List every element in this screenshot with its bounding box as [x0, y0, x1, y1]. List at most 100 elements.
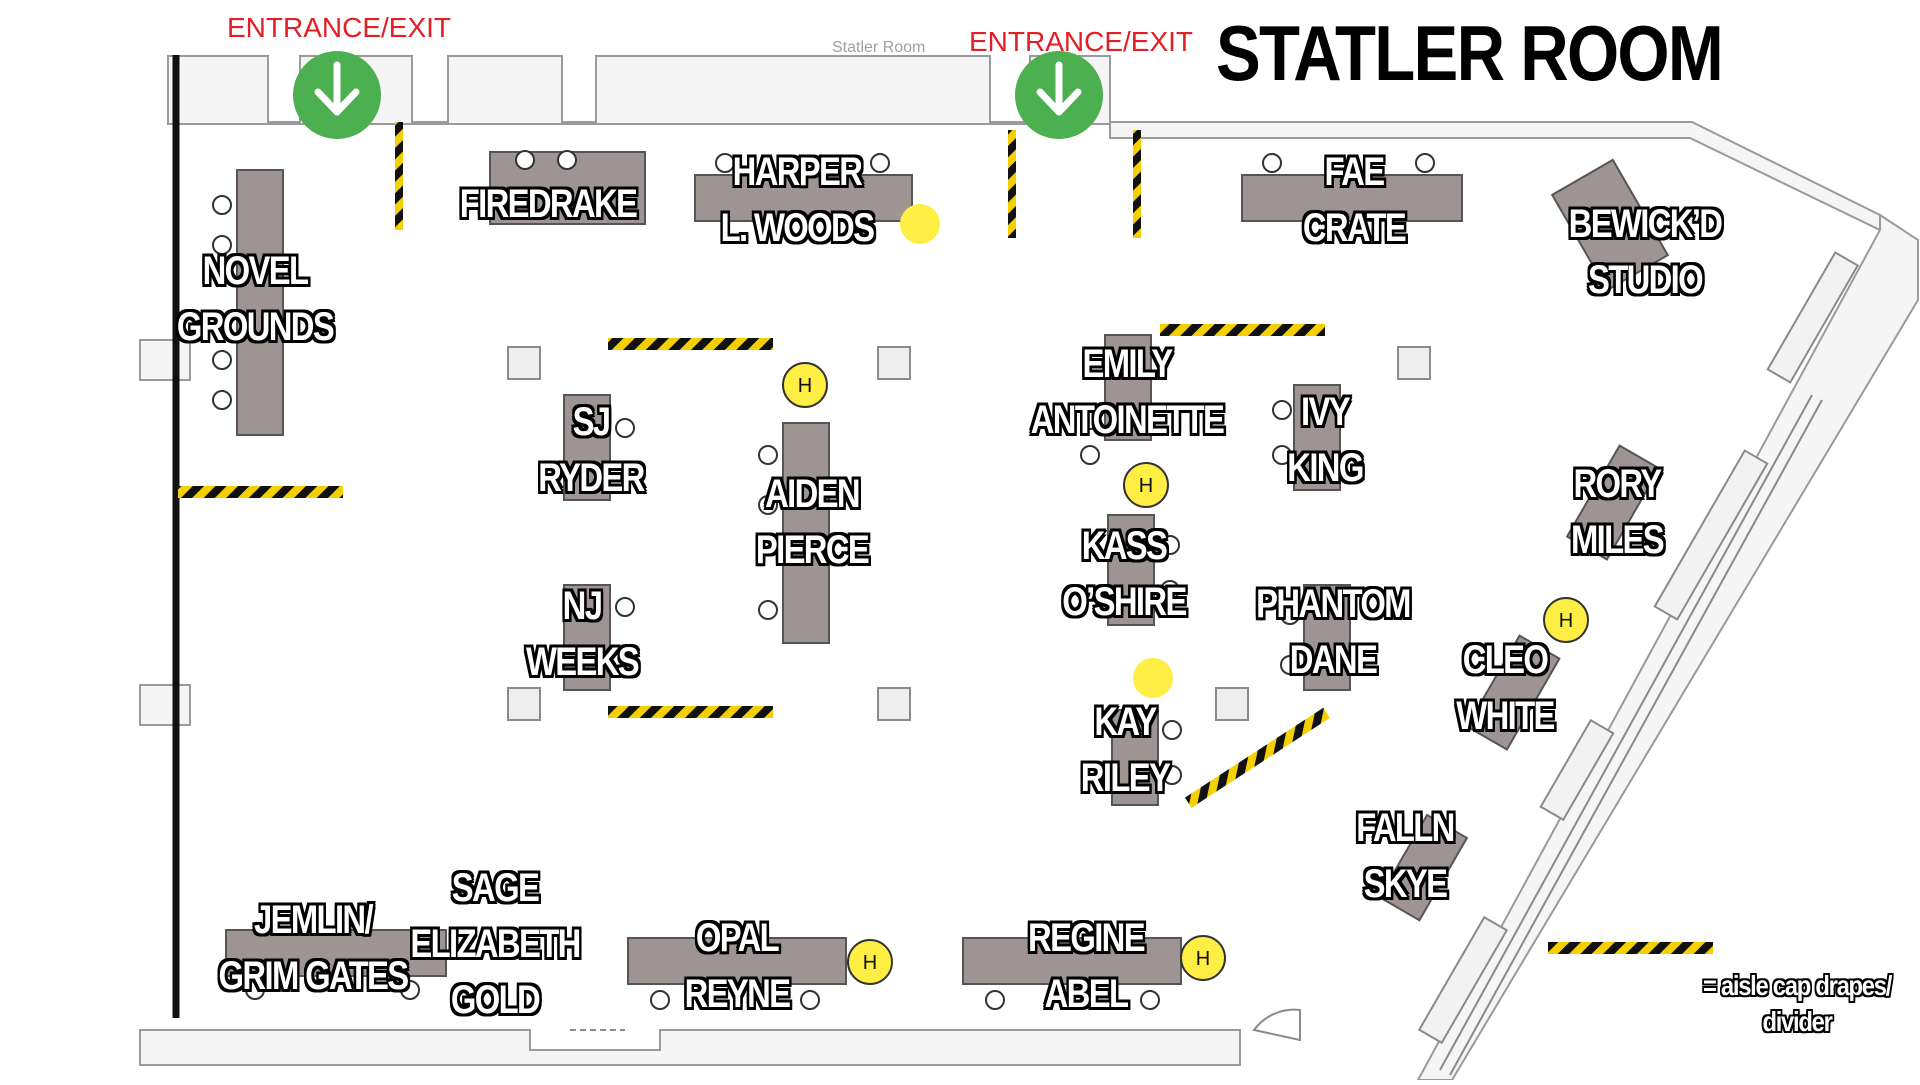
table-kay [1111, 709, 1159, 806]
table-harper [694, 174, 913, 222]
vendor-label-line: FAE [1323, 149, 1386, 196]
helper-marker: H [1543, 597, 1589, 643]
vendor-label-line: STUDIO [1587, 257, 1705, 304]
divider-3 [178, 486, 343, 498]
vendor-label-harper-l-woods: HARPER L. WOODS [704, 144, 890, 256]
entrance-exit-label-1: ENTRANCE/EXIT [227, 12, 452, 43]
vendor-label-line: SKYE [1362, 861, 1449, 908]
vendor-label-line: NJ [561, 583, 604, 630]
vendor-label-line: O’SHIRE [1061, 579, 1189, 626]
vendor-label-line: MILES [1570, 517, 1666, 564]
vendor-label-jemlin-grim-gates: JEMLIN/GRIM GATES [198, 892, 428, 1004]
vendor-label-line: DANE [1289, 637, 1379, 684]
legend-text: = aisle cap drapes/ divider [1702, 970, 1892, 1037]
vendor-label-ivy-king: IVY KING [1279, 384, 1371, 496]
aisle-dividers [178, 122, 1713, 954]
vendor-label-line: GROUNDS [176, 304, 336, 351]
south-wall [139, 1029, 1241, 1066]
entrance-markers [293, 51, 1103, 139]
vendor-label-line: GOLD [450, 977, 542, 1024]
vendor-label-line: KAY [1093, 699, 1158, 746]
divider-1 [608, 338, 773, 350]
vendor-label-line: SAGE [451, 865, 542, 912]
table-cleo [1465, 634, 1561, 751]
vendor-label-line: SJ [571, 399, 612, 446]
helper-marker: H [847, 939, 893, 985]
vendor-label-line: IVY [1300, 389, 1352, 436]
vendor-label-line: KING [1286, 445, 1366, 492]
vendor-label-line: RILEY [1080, 755, 1172, 802]
page-title: STATLER ROOM [1216, 9, 1724, 97]
vendor-label-line: KASS [1080, 523, 1169, 570]
yellow-dot [1133, 658, 1173, 698]
vendor-label-kass-oshire: KASS O’SHIRE [1049, 518, 1199, 630]
vendor-label-fae-crate: FAE CRATE [1292, 144, 1417, 256]
helper-marker-label: H [798, 375, 812, 397]
vendor-label-emily-antoinette: EMILY ANTOINETTE [1010, 336, 1245, 448]
chairs [212, 150, 1435, 1010]
divider-diagonal [1184, 707, 1330, 808]
vendor-label-line: ELIZABETH [409, 921, 582, 968]
table-novel [236, 169, 284, 436]
table-fae [1241, 174, 1463, 222]
vendor-label-line: OPAL [695, 915, 781, 962]
helper-marker: H [1180, 935, 1226, 981]
vendor-label-firedrake: FIREDRAKE [440, 176, 655, 232]
vendor-label-line: CRATE [1302, 205, 1408, 252]
vendor-label-line: WEEKS [525, 639, 641, 686]
yellow-dot [900, 204, 940, 244]
west-column-1 [139, 339, 191, 381]
vendor-label-line: FALLN [1355, 805, 1457, 852]
helper-markers: H H H H H [782, 362, 1589, 985]
table-jemlin [225, 929, 447, 977]
divider-4 [608, 706, 773, 718]
divider-top-3 [1133, 130, 1141, 238]
vendor-label-line: ABEL [1043, 971, 1130, 1018]
vendor-label-cleo-white: CLEO WHITE [1446, 632, 1565, 744]
room-label: Statler Room [832, 39, 926, 56]
vendor-label-line: WHITE [1455, 693, 1557, 740]
vendor-label-line: FIREDRAKE [458, 181, 639, 228]
vendor-label-kay-riley: KAY RILEY [1071, 694, 1179, 806]
vendor-label-line: CLEO [1461, 637, 1550, 684]
vendor-label-line: REGINE [1027, 915, 1147, 962]
east-windows [1417, 251, 1860, 1045]
vendor-label-opal-reyne: OPAL REYNE [673, 910, 801, 1022]
vendor-label-falln-skye: FALLN SKYE [1346, 800, 1465, 912]
divider-top-2 [1008, 130, 1016, 238]
vendor-label-line: BEWICK’D [1567, 201, 1724, 248]
vendor-label-line: RYDER [537, 455, 646, 502]
table-regine [962, 937, 1182, 985]
table-aiden [782, 422, 830, 644]
table-nj [563, 584, 611, 691]
vendor-label-line: JEMLIN/ [253, 897, 375, 944]
helper-marker-label: H [1139, 475, 1153, 497]
pillars [507, 346, 1431, 721]
table-ivy [1293, 384, 1341, 491]
vendor-label-line: REYNE [683, 971, 792, 1018]
helper-marker: H [782, 362, 828, 408]
table-rory [1565, 444, 1661, 561]
vendor-label-rory-miles: RORY MILES [1561, 456, 1673, 568]
vendor-label-line: HARPER [731, 149, 864, 196]
vendor-label-sj-ryder: SJ RYDER [527, 394, 656, 506]
vendor-label-line: GRIM GATES [217, 953, 410, 1000]
vendor-label-line: NOVEL [201, 248, 310, 295]
helper-marker-label: H [863, 952, 877, 974]
entrance-marker-2 [1015, 51, 1103, 139]
vendor-label-line: ANTOINETTE [1029, 397, 1226, 444]
vendor-label-line: RORY [1572, 461, 1663, 508]
helper-marker-label: H [1196, 948, 1210, 970]
vendor-label-line: L. WOODS [719, 205, 876, 252]
west-column-2 [139, 684, 191, 726]
vendor-label-line: EMILY [1081, 341, 1174, 388]
vendor-label-line: PIERCE [755, 527, 871, 574]
divider-5 [1548, 942, 1713, 954]
table-kass [1107, 514, 1155, 626]
table-emily [1104, 334, 1152, 441]
tables [225, 151, 1670, 985]
